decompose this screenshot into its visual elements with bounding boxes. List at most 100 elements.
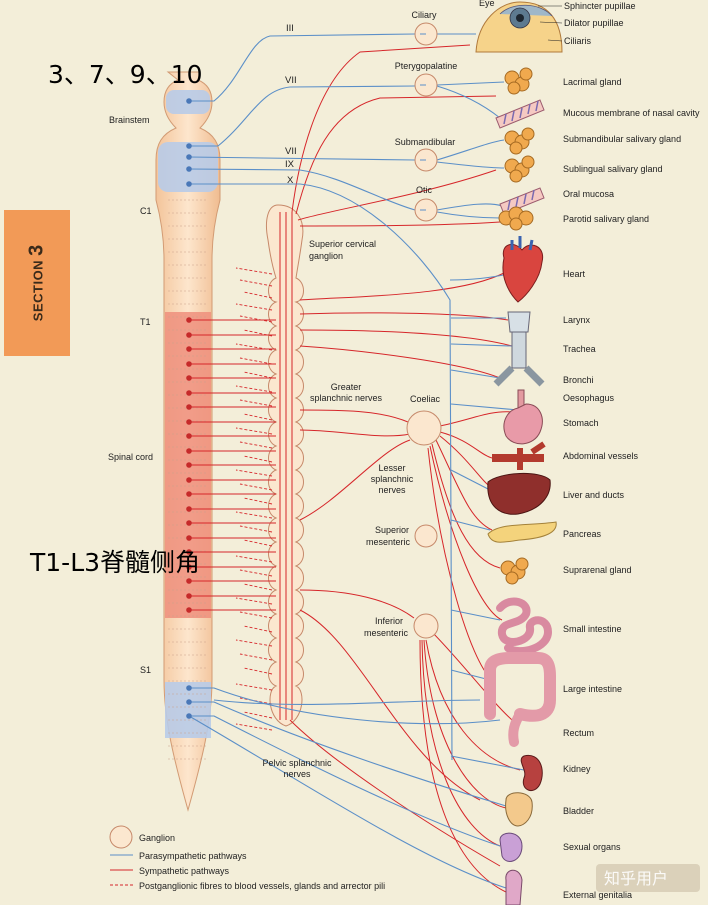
cranial-nerve-ix: IX — [285, 159, 295, 170]
legend-symp-label: Sympathetic pathways — [139, 866, 230, 876]
cranial-nerve-x: X — [287, 175, 294, 186]
coeliac-label: Coeliac — [410, 394, 441, 404]
superior-cervical-label-1: Superior cervical — [309, 239, 376, 249]
pelvic-splanchnic-label-1: Pelvic splanchnic — [262, 758, 332, 768]
organ-label-4: Oral mucosa — [563, 189, 614, 199]
superior-mesenteric-label-1: Superior — [375, 525, 409, 535]
postganglionic-fibre — [239, 611, 273, 619]
organ-label-0: Lacrimal gland — [563, 77, 622, 87]
parotid-gland-shape — [498, 206, 534, 231]
superior-cervical-label-2: ganglion — [309, 251, 343, 261]
para-vii-b — [188, 156, 416, 161]
lateral-horn-nucleus — [186, 332, 192, 338]
symp-to-eye — [291, 44, 471, 213]
pelvic-symp-2 — [289, 719, 501, 867]
organ-label-16: Small intestine — [563, 624, 622, 634]
watermark-text: 知乎用户 — [604, 869, 668, 888]
postganglionic-fibre — [239, 399, 273, 407]
ciliary-label: Ciliary — [411, 10, 437, 20]
para-to-lacrimal — [436, 81, 505, 86]
organ-label-8: Trachea — [563, 344, 596, 354]
lateral-horn-nucleus — [186, 448, 192, 454]
inferior-mesenteric-label-1: Inferior — [375, 616, 403, 626]
large-intestine-shape — [484, 652, 556, 722]
sacral-zone — [165, 682, 211, 738]
postganglionic-fibre — [235, 683, 273, 691]
postganglionic-fibre — [235, 511, 273, 519]
vagus-pancreas — [450, 519, 491, 531]
legend-post-label: Postganglionic fibres to blood vessels, … — [139, 881, 385, 891]
pterygopalatine-label: Pterygopalatine — [395, 61, 458, 71]
c1-label: C1 — [140, 206, 152, 216]
suprarenal-gland-shape — [500, 557, 529, 585]
larynx-trachea-shape — [493, 311, 545, 387]
pancreas-shape — [487, 521, 557, 543]
cranial-nerve-vii-a: VII — [285, 75, 297, 86]
nasal-mucosa-shape — [495, 99, 545, 129]
lumbar-splanchnic — [299, 589, 415, 619]
vagus-nerve — [189, 183, 453, 761]
organ-label-14: Pancreas — [563, 529, 602, 539]
postganglionic-fibre — [243, 539, 273, 547]
annotation-cranial-nerves: 3、7、9、10 — [48, 60, 203, 89]
sympathetic-pathways — [189, 44, 521, 893]
symp-to-heart — [299, 271, 507, 301]
para-to-submandibular — [436, 139, 505, 161]
submandibular-gland-shape — [504, 127, 535, 155]
coeliac-to-vessels — [439, 431, 493, 459]
organ-label-6: Heart — [563, 269, 586, 279]
coeliac-to-stomach — [439, 411, 513, 427]
postganglionic-fibre — [235, 555, 273, 563]
vagus-liver — [450, 469, 491, 491]
lateral-horn-nucleus — [186, 361, 192, 367]
dilator-pupillae-label: Dilator pupillae — [564, 18, 624, 28]
postganglionic-fibre — [243, 583, 273, 591]
postganglionic-fibre — [239, 357, 273, 365]
postganglionic-fibre — [239, 525, 273, 533]
inf-mesenteric-to-sexual — [421, 639, 501, 847]
lesser-splanchnic-label-2: splanchnic — [371, 474, 414, 484]
lateral-horn-nucleus — [186, 375, 192, 381]
coeliac-ganglion — [406, 410, 442, 446]
symp-to-trachea — [299, 329, 513, 347]
postganglionic-fibre — [239, 279, 273, 287]
postganglionic-fibre — [243, 497, 273, 505]
eye-title: Eye — [479, 0, 495, 8]
annotation-lateral-horn: T1-L3脊髓侧角 — [30, 548, 201, 577]
organ-label-13: Liver and ducts — [563, 490, 625, 500]
sacral-to-rectum — [189, 687, 501, 725]
inf-mesenteric-to-rectum — [429, 629, 513, 721]
cord-nuclei — [186, 98, 192, 719]
lateral-horn-nucleus — [186, 520, 192, 526]
cord-segment-dashes — [168, 199, 208, 760]
postganglionic-fibre — [243, 291, 273, 299]
section-tab: SECTION3 — [4, 210, 70, 356]
organ-label-22: External genitalia — [563, 890, 632, 900]
postganglionic-fibres — [235, 267, 273, 731]
organ-label-20: Bladder — [563, 806, 594, 816]
greater-splanchnic-2 — [299, 429, 411, 437]
rectum-shape — [508, 709, 525, 747]
para-vii-a — [189, 85, 416, 147]
para-nucleus — [186, 98, 192, 104]
lateral-horn-nucleus — [186, 346, 192, 352]
vagus-large-intestine — [450, 669, 491, 681]
para-to-sublingual — [436, 161, 505, 169]
organ-label-17: Large intestine — [563, 684, 622, 694]
cranial-nerve-vii-b: VII — [285, 146, 297, 157]
vagus-kidney — [450, 755, 525, 771]
sphincter-pupillae-label: Sphincter pupillae — [564, 1, 636, 11]
watermark-bg — [596, 864, 700, 892]
otic-label: Otic — [416, 185, 433, 195]
postganglionic-fibre — [239, 315, 273, 323]
greater-splanchnic-label-1: Greater — [331, 382, 362, 392]
postganglionic-fibre — [235, 343, 273, 351]
inferior-mesenteric-label-2: mesenteric — [364, 628, 409, 638]
lesser-splanchnic-label-3: nerves — [378, 485, 406, 495]
kidney-shape — [520, 754, 543, 792]
postganglionic-fibre — [235, 469, 273, 477]
postganglionic-fibre — [243, 455, 273, 463]
organ-label-12: Abdominal vessels — [563, 451, 639, 461]
lateral-horn-nucleus — [186, 390, 192, 396]
